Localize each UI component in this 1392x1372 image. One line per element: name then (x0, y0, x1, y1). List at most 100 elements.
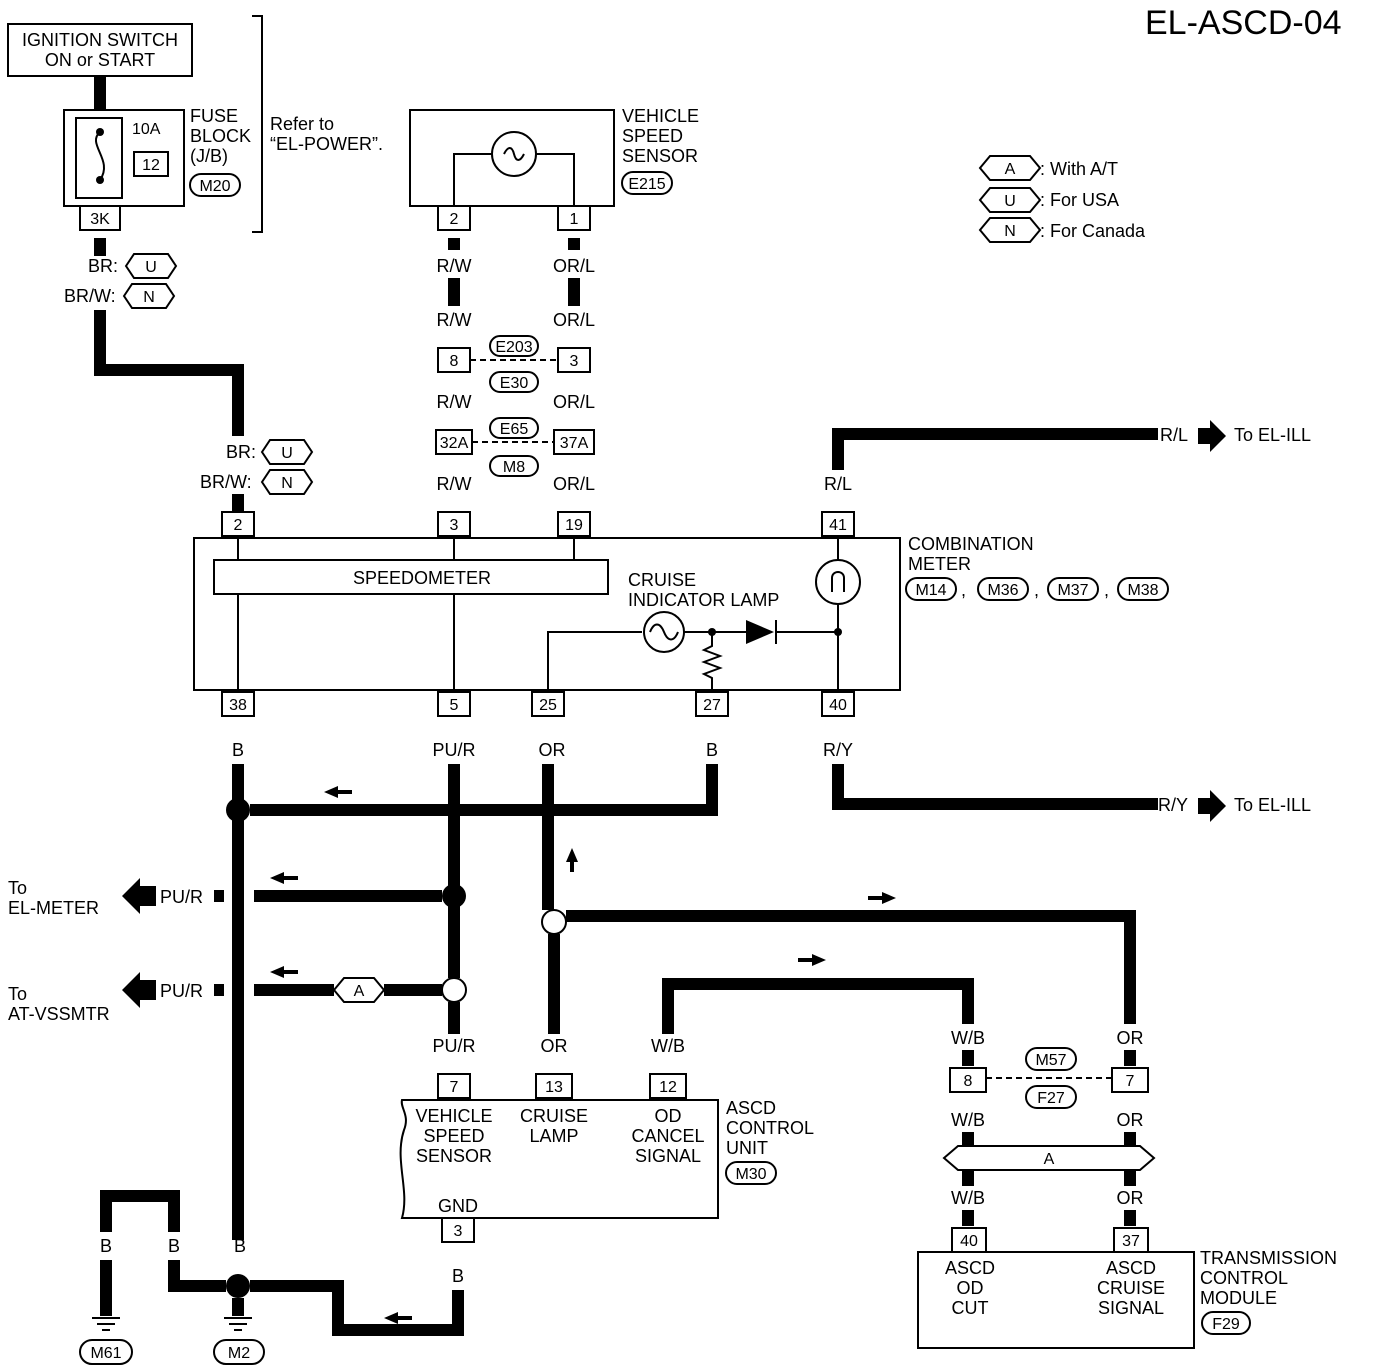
conn-m8: M8 (503, 459, 525, 476)
wire-pur-4: PU/R (432, 1036, 475, 1056)
cruise-lamp-label1: CRUISE (628, 570, 696, 590)
resistor-icon (701, 632, 723, 690)
vss-label1: VEHICLE (622, 106, 699, 126)
meter-pin-19: 19 (565, 517, 583, 534)
meter-pin-27: 27 (703, 697, 721, 714)
meter-pin-2: 2 (234, 517, 243, 534)
wire-b-1: B (232, 740, 244, 760)
joint-pin-7b: 7 (1126, 1073, 1135, 1090)
wire-orl-3: OR/L (553, 392, 595, 412)
refer-line2: “EL-POWER”. (270, 134, 383, 154)
conn-e203: E203 (495, 339, 532, 356)
meter-conn-m14: M14 (915, 582, 946, 599)
to-at-1: To (8, 984, 27, 1004)
joint-pin-3: 3 (570, 353, 579, 370)
tcm-cs3: SIGNAL (1098, 1298, 1164, 1318)
vss-label3: SENSOR (622, 146, 698, 166)
tcm-odcut2: OD (957, 1278, 984, 1298)
wire-rw-4: R/W (437, 474, 472, 494)
fuse-block-label1: FUSE (190, 106, 238, 126)
tag-u-2: U (281, 445, 293, 462)
ascd-od1: OD (655, 1106, 682, 1126)
wire-brw-2: BR/W: (200, 472, 252, 492)
to-ill-2: To EL-ILL (1234, 795, 1311, 815)
ground-m2: M2 (228, 1345, 250, 1362)
ascd-pin-7: 7 (450, 1079, 459, 1096)
fuse-block-label3: (J/B) (190, 146, 228, 166)
legend-text-a: : With A/T (1040, 159, 1118, 179)
tag-u-1: U (145, 259, 157, 276)
tcm-cs2: CRUISE (1097, 1278, 1165, 1298)
legend-tag-n: N (1004, 223, 1016, 240)
vss-pin-1: 1 (570, 211, 579, 228)
meter-label1: COMBINATION (908, 534, 1034, 554)
joint-pin-37a: 37A (560, 435, 589, 452)
ascd-pin-12: 12 (659, 1079, 677, 1096)
fuse-block-label2: BLOCK (190, 126, 251, 146)
diagram-title: EL-ASCD-04 (1145, 4, 1342, 42)
tcm-box (917, 1251, 1195, 1349)
wire-rw-2: R/W (437, 310, 472, 330)
meter-conn-m36: M36 (987, 582, 1018, 599)
ascd-label1: ASCD (726, 1098, 776, 1118)
wire-b-5: B (168, 1236, 180, 1256)
tcm-conn: F29 (1212, 1316, 1240, 1333)
meter-pin-41: 41 (829, 517, 847, 534)
tcm-pin-37: 37 (1122, 1233, 1140, 1250)
wire-or-3: OR (1117, 1028, 1144, 1048)
ascd-label2: CONTROL (726, 1118, 814, 1138)
diode-icon (746, 620, 774, 644)
wire-pur-2: PU/R (160, 887, 203, 907)
ascd-cl2: LAMP (529, 1126, 578, 1146)
fuse-pin: 3K (90, 211, 110, 228)
vss-pin-2: 2 (450, 211, 459, 228)
cruise-lamp-label2: INDICATOR LAMP (628, 590, 779, 610)
tcm-label1: TRANSMISSION (1200, 1248, 1337, 1268)
ascd-vss1: VEHICLE (415, 1106, 492, 1126)
joint-pin-8: 8 (450, 353, 459, 370)
meter-pin-40: 40 (829, 697, 847, 714)
ground-m61: M61 (90, 1345, 121, 1362)
wire-pur-1: PU/R (432, 740, 475, 760)
wire-rw-3: R/W (437, 392, 472, 412)
ascd-vss3: SENSOR (416, 1146, 492, 1166)
tcm-odcut1: ASCD (945, 1258, 995, 1278)
wire-br-2: BR: (226, 442, 256, 462)
wire-rl-1: R/L (1160, 425, 1188, 445)
vss-box (409, 109, 615, 207)
svg-text:,: , (961, 580, 966, 600)
wire-wb-2: W/B (951, 1028, 985, 1048)
speedometer-box (213, 559, 609, 595)
ascd-pin-3: 3 (454, 1223, 463, 1240)
vss-conn: E215 (628, 176, 665, 193)
meter-pin-3: 3 (450, 517, 459, 534)
ignition-line2: ON or START (45, 50, 155, 70)
vss-label2: SPEED (622, 126, 683, 146)
ignition-line1: IGNITION SWITCH (22, 30, 178, 50)
wire-pur-3: PU/R (160, 981, 203, 1001)
fuse-amp: 10A (132, 121, 161, 138)
wire-wb-4: W/B (951, 1188, 985, 1208)
legend-tag-u: U (1004, 193, 1016, 210)
meter-pin-38: 38 (229, 697, 247, 714)
wire-b-3: B (452, 1266, 464, 1286)
meter-conn-m37: M37 (1057, 582, 1088, 599)
wire-ry-2: R/Y (1158, 795, 1188, 815)
ascd-cl1: CRUISE (520, 1106, 588, 1126)
fuse-conn: M20 (199, 178, 230, 195)
legend-text-n: : For Canada (1040, 221, 1146, 241)
tcm-label2: CONTROL (1200, 1268, 1288, 1288)
to-meter-1: To (8, 878, 27, 898)
wire-ry-1: R/Y (823, 740, 853, 760)
conn-m57: M57 (1035, 1052, 1066, 1069)
tag-n-2: N (281, 475, 293, 492)
legend-text-u: : For USA (1040, 190, 1119, 210)
wire-orl-2: OR/L (553, 310, 595, 330)
wire-orl-1: OR/L (553, 256, 595, 276)
meter-pin-25: 25 (539, 697, 557, 714)
svg-text:,: , (1034, 580, 1039, 600)
wire-wb-1: W/B (651, 1036, 685, 1056)
svg-text:,: , (1104, 580, 1109, 600)
ascd-od3: SIGNAL (635, 1146, 701, 1166)
ascd-vss2: SPEED (423, 1126, 484, 1146)
